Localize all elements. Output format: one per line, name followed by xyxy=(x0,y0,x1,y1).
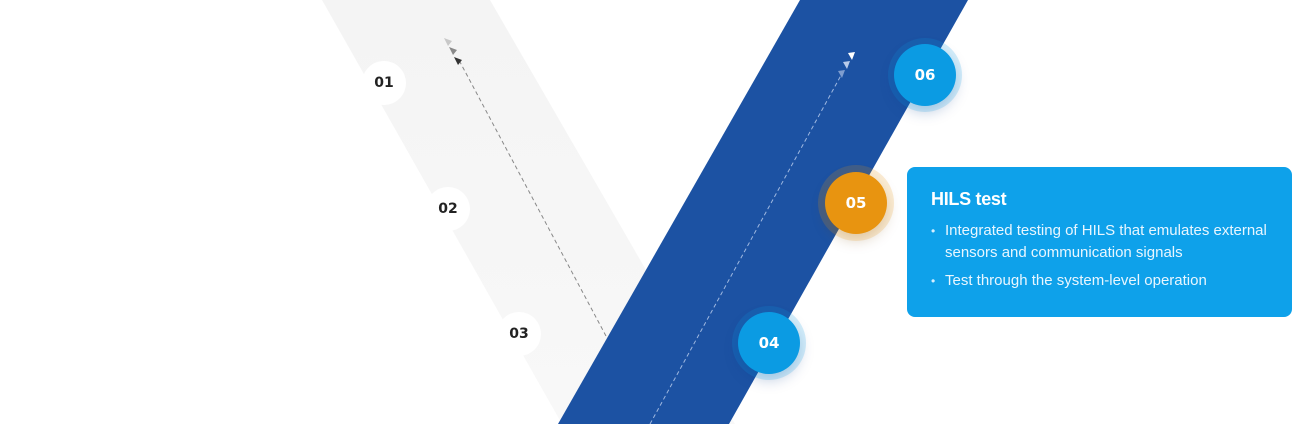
step-03-circle[interactable]: 03 xyxy=(497,312,541,356)
step-number: 06 xyxy=(914,66,936,84)
right-arrowhead-3 xyxy=(838,70,845,78)
info-card-bullet: Integrated testing of HILS that emulates… xyxy=(931,220,1268,264)
left-arrowhead-2 xyxy=(449,47,457,55)
step-06-circle[interactable]: 06 xyxy=(894,44,956,106)
step-05-circle-selected[interactable]: 05 xyxy=(825,172,887,234)
left-arrowhead-3 xyxy=(444,38,452,46)
right-arrowhead-2 xyxy=(843,61,850,69)
info-card-bullet: Test through the system-level operation xyxy=(931,270,1268,292)
info-card-title: HILS test xyxy=(931,189,1007,209)
left-arrowhead-1 xyxy=(454,57,462,65)
step-04-circle[interactable]: 04 xyxy=(738,312,800,374)
right-band xyxy=(558,0,968,424)
step-number: 05 xyxy=(845,194,867,212)
right-dashed-arrow xyxy=(649,67,846,424)
right-arrowhead-1 xyxy=(848,52,855,60)
step-number: 02 xyxy=(438,201,458,217)
left-dashed-arrow xyxy=(459,61,607,337)
step-01-circle[interactable]: 01 xyxy=(362,61,406,105)
info-card-bullets: Integrated testing of HILS that emulates… xyxy=(931,220,1268,292)
step-info-card: HILS test Integrated testing of HILS tha… xyxy=(907,167,1292,317)
step-02-circle[interactable]: 02 xyxy=(426,187,470,231)
step-number: 01 xyxy=(374,75,394,91)
step-number: 03 xyxy=(509,326,529,342)
step-number: 04 xyxy=(758,334,780,352)
